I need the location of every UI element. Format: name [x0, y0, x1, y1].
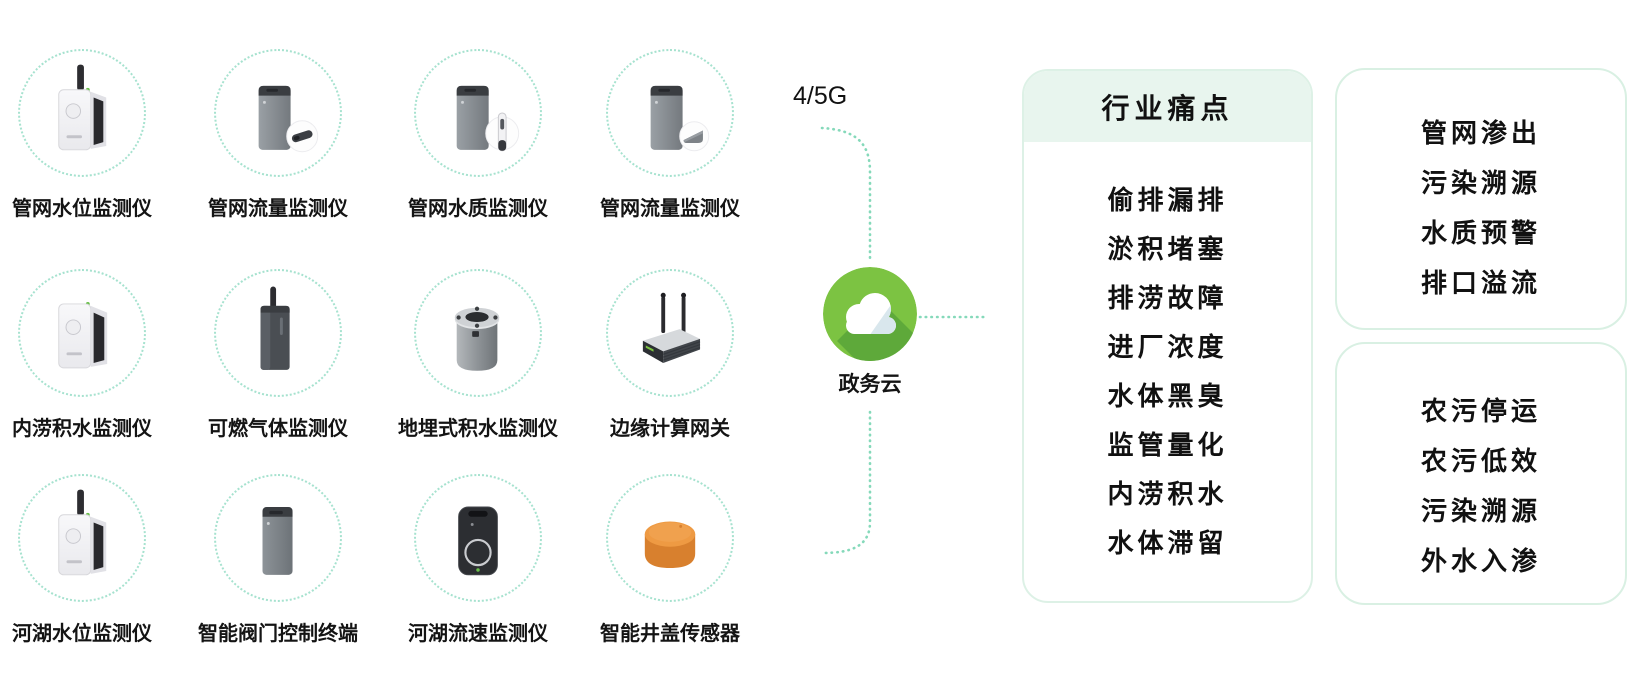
pipe-water-level-monitor-icon — [58, 64, 107, 151]
device-cell: 管网水位监测仪 — [0, 49, 182, 221]
device-circle — [606, 269, 734, 397]
device-circle — [18, 49, 146, 177]
device-circle — [18, 474, 146, 602]
device-cell: 管网流量监测仪 — [570, 49, 770, 221]
river-water-level-monitor-icon — [58, 489, 107, 576]
device-label: 可燃气体监测仪 — [208, 418, 348, 440]
pain-item: 淤积堵塞 — [1107, 234, 1228, 264]
outcome-item: 污染溯源 — [1420, 496, 1541, 526]
device-label: 智能阀门控制终端 — [198, 623, 358, 645]
outcome-item: 水质预警 — [1420, 218, 1541, 248]
outcome-box-rural-sewage: 农污停运 农污低效 污染溯源 外水入渗 — [1335, 342, 1627, 605]
device-cell: 可燃气体监测仪 — [178, 269, 378, 441]
device-label: 智能井盖传感器 — [600, 623, 740, 645]
waterlogging-monitor-icon — [58, 302, 108, 369]
pipe-water-quality-monitor-icon — [456, 85, 520, 152]
smart-valve-terminal-icon — [262, 507, 293, 575]
device-cell: 管网水质监测仪 — [378, 49, 578, 221]
outcome-item: 农污低效 — [1420, 446, 1541, 476]
device-circle — [606, 474, 734, 602]
outcome-box-pipe-network: 管网渗出 污染溯源 水质预警 排口溢流 — [1335, 68, 1627, 330]
device-cell: 边缘计算网关 — [570, 269, 770, 441]
device-cell: 地埋式积水监测仪 — [378, 269, 578, 441]
device-cell: 智能阀门控制终端 — [178, 474, 378, 646]
device-label: 河湖水位监测仪 — [12, 623, 152, 645]
cloud-label: 政务云 — [838, 373, 902, 396]
connector-bottom — [820, 410, 872, 555]
pipe-flow-monitor-icon — [258, 85, 319, 153]
device-label: 河湖流速监测仪 — [408, 623, 548, 645]
buried-water-monitor-icon — [454, 306, 500, 371]
device-cell: 智能井盖传感器 — [570, 474, 770, 646]
pain-item: 水体滞留 — [1107, 528, 1228, 558]
pain-item: 偷排漏排 — [1107, 185, 1228, 215]
device-label: 管网流量监测仪 — [208, 198, 348, 220]
outcome-item: 外水入渗 — [1420, 546, 1541, 576]
device-circle — [606, 49, 734, 177]
device-cell: 内涝积水监测仪 — [0, 269, 182, 441]
pain-item: 进厂浓度 — [1107, 332, 1228, 362]
pain-panel-header: 行业痛点 — [1024, 71, 1311, 142]
connector-top — [820, 126, 872, 264]
outcome-item: 农污停运 — [1420, 396, 1541, 426]
river-flow-velocity-monitor-icon — [458, 506, 498, 576]
device-label: 管网水质监测仪 — [408, 198, 548, 220]
device-circle — [414, 474, 542, 602]
device-circle — [214, 49, 342, 177]
pain-item: 内涝积水 — [1107, 479, 1228, 509]
device-circle — [214, 474, 342, 602]
device-cell: 河湖水位监测仪 — [0, 474, 182, 646]
pain-item: 排涝故障 — [1107, 283, 1228, 313]
pipe-flow-monitor-2-icon — [650, 85, 710, 152]
device-cell: 河湖流速监测仪 — [378, 474, 578, 646]
device-label: 管网流量监测仪 — [600, 198, 740, 220]
device-label: 管网水位监测仪 — [12, 198, 152, 220]
pain-panel-title: 行业痛点 — [1101, 92, 1234, 124]
edge-computing-gateway-icon — [642, 292, 701, 364]
network-type-label: 4/5G — [793, 82, 848, 110]
device-circle — [414, 269, 542, 397]
device-circle — [214, 269, 342, 397]
device-label: 内涝积水监测仪 — [12, 418, 152, 440]
pain-list: 偷排漏排 淤积堵塞 排涝故障 进厂浓度 水体黑臭 监管量化 内涝积水 水体滞留 — [1024, 142, 1311, 568]
pain-item: 监管量化 — [1107, 430, 1228, 460]
smart-manhole-sensor-icon — [644, 521, 696, 569]
device-label: 边缘计算网关 — [610, 418, 730, 440]
government-cloud-icon — [823, 267, 917, 361]
outcome-item: 污染溯源 — [1420, 168, 1541, 198]
device-circle — [414, 49, 542, 177]
outcome-item: 排口溢流 — [1420, 268, 1541, 298]
outcome-item: 管网渗出 — [1420, 118, 1541, 148]
device-label: 地埋式积水监测仪 — [398, 418, 558, 440]
pain-item: 水体黑臭 — [1107, 381, 1228, 411]
industry-pain-points-panel: 行业痛点 偷排漏排 淤积堵塞 排涝故障 进厂浓度 水体黑臭 监管量化 内涝积水 … — [1022, 69, 1313, 603]
device-cell: 管网流量监测仪 — [178, 49, 378, 221]
combustible-gas-monitor-icon — [260, 286, 290, 370]
device-circle — [18, 269, 146, 397]
